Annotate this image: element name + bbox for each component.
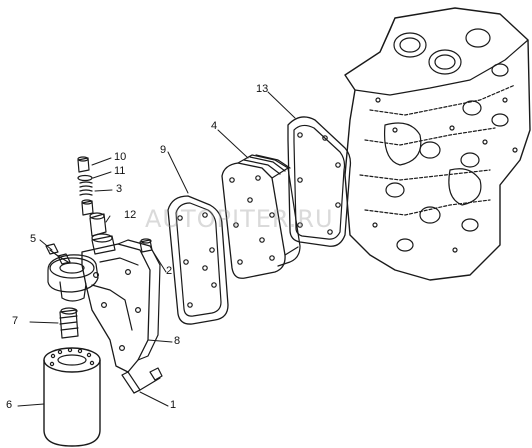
callout-10: 10	[114, 151, 127, 163]
gasket-9	[167, 195, 229, 325]
leader-lines	[17, 91, 296, 407]
callout-3: 3	[116, 183, 123, 195]
callout-2: 2	[166, 265, 173, 277]
callout-5: 5	[30, 233, 37, 245]
callout-11: 11	[114, 165, 126, 177]
watermark-text: AUTOPITER.RU	[145, 205, 334, 233]
callout-4: 4	[211, 120, 218, 132]
bolt-1	[121, 367, 163, 394]
callout-8: 8	[174, 335, 181, 347]
callout-6: 6	[6, 399, 13, 411]
callout-1: 1	[170, 399, 177, 411]
bolt-5	[45, 243, 71, 265]
filter-6	[43, 347, 101, 447]
nipple-7	[59, 307, 79, 339]
valve-stack	[77, 156, 107, 237]
callout-13: 13	[256, 83, 269, 95]
callout-12: 12	[124, 209, 137, 221]
cooler-core-4	[221, 154, 301, 279]
engine-block	[344, 7, 531, 281]
callout-9: 9	[160, 144, 167, 156]
callout-7: 7	[12, 315, 19, 327]
housing-8	[47, 233, 161, 373]
